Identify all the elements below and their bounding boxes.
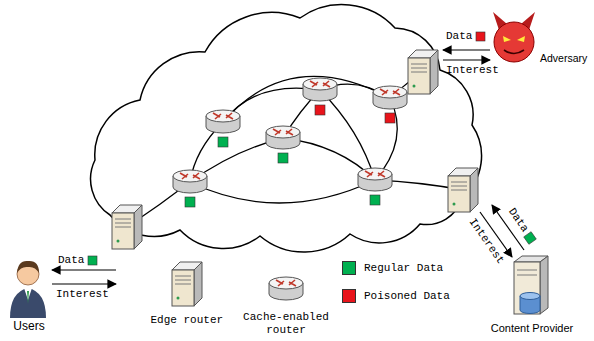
router-links-part (190, 180, 375, 203)
cached-data-squares-part (278, 153, 288, 163)
router-links-part (320, 90, 375, 180)
legend-swatch (342, 289, 356, 303)
cache-routers-part (373, 86, 407, 109)
packet-squares (88, 32, 536, 265)
adversary-icon-part (504, 50, 524, 54)
cached-data-squares-part (315, 105, 325, 115)
flow-label: Data (505, 205, 531, 234)
user-icon (10, 261, 46, 318)
flow-label: Interest (446, 64, 499, 77)
edge-routers-part (112, 205, 142, 249)
cache-routers-part (303, 78, 337, 101)
actor-box: Adversary (490, 14, 592, 68)
actor-label: Adversary (540, 52, 587, 64)
content-provider-icon-part (520, 293, 540, 300)
adversary-icon (493, 12, 535, 62)
edge-routers-part (408, 50, 438, 94)
flow-arrows-part (443, 59, 490, 60)
legend-label: Edge router (151, 314, 224, 327)
packet-squares-part (88, 256, 97, 265)
cached-data-squares-part (185, 197, 195, 207)
packet-squares-part (476, 32, 485, 41)
content-provider-icon-part (517, 275, 537, 276)
cached-data-squares (185, 105, 395, 207)
cache-routers-part (266, 126, 300, 149)
cached-data-squares-part (370, 195, 380, 205)
flow-label: Data (446, 30, 472, 43)
legend-label: Poisoned Data (364, 290, 450, 303)
flow-arrows-part (52, 269, 116, 270)
legend-icons-part (269, 277, 303, 300)
legend-label: Regular Data (364, 262, 443, 275)
flow-label: Data (58, 254, 84, 267)
edge-routers-part (448, 168, 478, 212)
network-cloud (91, 5, 482, 252)
content-provider-icon-part (540, 256, 548, 314)
user-icon-part (10, 288, 46, 318)
actor-box: Content Provider (474, 254, 590, 338)
router-links-part (223, 76, 390, 122)
adversary-icon-part (494, 22, 534, 62)
legend-label: Cache-enabled router (240, 311, 332, 336)
legend-swatch (342, 261, 356, 275)
flow-label: Interest (466, 216, 507, 267)
adversary-icon-part (503, 36, 511, 42)
router-links (127, 72, 463, 227)
packet-squares-part (524, 232, 537, 245)
actor-label: Users (2, 320, 56, 334)
legend-icons-part (172, 262, 202, 306)
cache-routers-part (358, 168, 392, 191)
edge-routers (112, 50, 478, 249)
user-icon-part (17, 261, 39, 273)
user-icon-part (27, 291, 29, 304)
adversary-icon-part (517, 36, 525, 42)
cache-routers (173, 78, 407, 193)
legend-icons (172, 262, 303, 306)
flow-arrows-part (443, 49, 490, 50)
cached-data-squares-part (218, 137, 228, 147)
actor-label: Content Provider (474, 322, 590, 335)
content-provider-icon-part (514, 262, 540, 314)
flow-arrows-part (52, 283, 116, 284)
cached-data-squares-part (385, 113, 395, 123)
content-provider-icon (514, 256, 548, 314)
actor-box: Users (2, 256, 56, 336)
cache-routers-part (206, 110, 240, 133)
content-provider-icon-part (517, 270, 537, 271)
flow-label: Interest (56, 288, 109, 301)
flow-arrows (52, 50, 524, 284)
cache-routers-part (173, 170, 207, 193)
